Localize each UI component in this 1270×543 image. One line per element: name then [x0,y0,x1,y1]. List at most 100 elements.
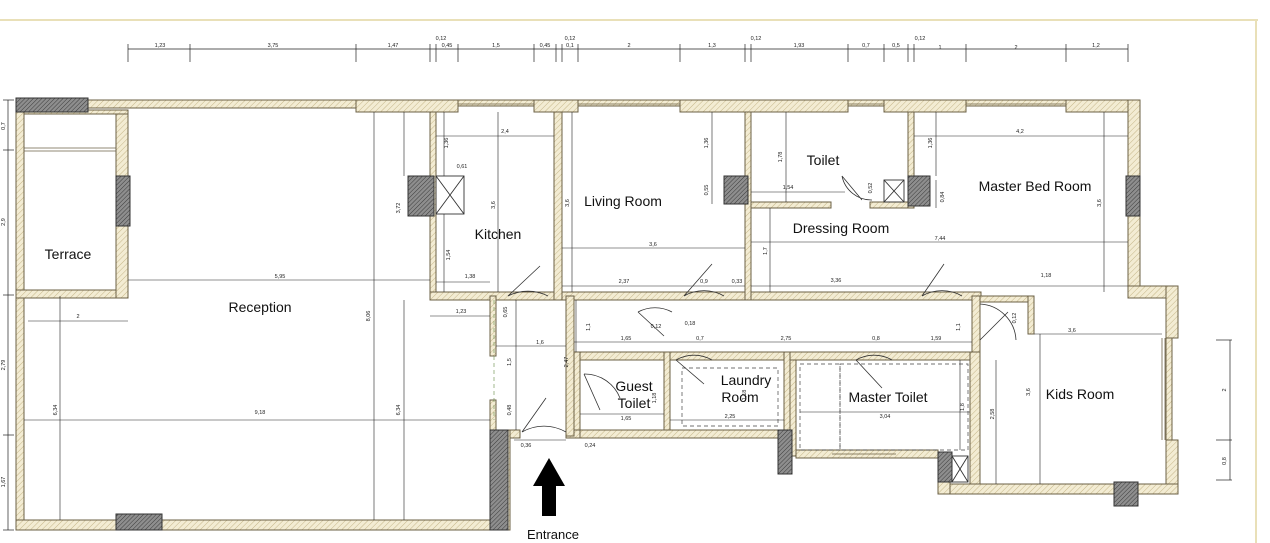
dim-entry-a: 0,36 [521,443,532,449]
dim-corridor-h: 0,65 [503,307,509,318]
dim-kids-door: 0,12 [1012,313,1018,324]
dim-kids-side: 2,58 [990,409,996,420]
dim-laundry-w: 2,25 [725,414,736,420]
room-label-kitchen: Kitchen [475,226,522,242]
dim-corridor-a: 1,65 [621,336,632,342]
dimension-chain-right: 2 0,8 [1216,339,1232,481]
dim-guest-w: 1,65 [621,416,632,422]
dim-entry-door: 0,48 [507,405,513,416]
entrance-label: Entrance [527,527,579,542]
room-label-terrace: Terrace [45,246,92,262]
room-label-reception: Reception [228,299,291,315]
dim-left-1: 2,9 [1,218,7,226]
room-label-guest-toilet-line1: Guest [615,378,652,394]
dim-reception-full-h: 8,06 [366,311,372,322]
dim-lobby-w: 1,23 [456,309,467,315]
dim-living-w: 3,6 [649,242,657,248]
dim-reception-w: 5,95 [275,274,286,280]
dim-reception-h: 3,72 [396,203,402,214]
dim-corridor-g: 1,59 [931,336,942,342]
dim-bed-door: 1,18 [1041,273,1052,279]
dim-right-1: 0,8 [1222,457,1228,465]
dim-entry-b: 0,24 [585,443,596,449]
dim-toilet-duct: 0,52 [868,183,874,194]
dim-door-a: 0,9 [700,279,708,285]
dim-corridor-f: 0,8 [872,336,880,342]
dim-living-h: 3,6 [565,199,571,207]
room-label-guest-toilet-line2: Toilet [618,395,651,411]
dim-door-b: 0,33 [732,279,743,285]
dim-reception-left-h: 6,34 [53,405,59,416]
dim-corridor-b: 0,12 [651,324,662,330]
dim-top-3: 0,12 [436,36,447,42]
dim-hall-w: 1,38 [465,274,476,280]
dim-top-10: 1,3 [708,43,716,49]
dim-top-16: 1 [938,45,941,51]
dim-dressing-h: 1,7 [763,247,769,255]
dim-corridor-h2: 1,1 [586,323,592,331]
dim-bed-h: 3,6 [1097,199,1103,207]
dim-master-toilet-w: 3,04 [880,414,891,420]
dim-kitchen-w: 2,4 [501,129,509,135]
dim-top-15: 0,12 [915,36,926,42]
interior-dimension-lines [24,112,1162,520]
entrance-marker: Entrance [527,458,579,542]
room-label-laundry-line1: Laundry [721,372,772,388]
dim-corridor-w: 1,6 [536,340,544,346]
doors [507,175,1017,433]
fixtures-dashed [493,300,969,451]
dim-duct-w: 0,61 [457,164,468,170]
dim-corridor-d: 0,7 [696,336,704,342]
dim-corridor-c: 0,18 [685,321,696,327]
dimension-chain-left: 0,7 2,9 2,79 1,67 [1,99,14,531]
dim-top-4: 0,45 [442,43,453,49]
structural-columns [15,97,1141,531]
dim-toilet-w: 1,54 [783,185,794,191]
dim-terrace-w: 2 [76,314,79,320]
dim-master-toilet-h: 1,8 [960,403,966,411]
dim-kitchen-side: 1,54 [446,250,452,261]
dim-bed-full-w: 7,44 [935,236,946,242]
room-label-laundry-line2: Room [721,389,758,405]
dim-top-12: 1,93 [794,43,805,49]
dim-kids-h: 3,6 [1026,388,1032,396]
room-label-master-toilet: Master Toilet [848,389,927,405]
room-labels: Terrace Reception Kitchen Living Room To… [45,152,1115,411]
windows [24,103,1166,455]
dim-top-14: 0,5 [892,43,900,49]
dim-toilet-h: 1,78 [778,152,784,163]
interior-dimension-texts: 2,4 3,6 1,54 1,36 0,61 5,95 3,72 8,06 9,… [53,129,1103,449]
dim-left-3: 1,67 [1,477,7,488]
dim-kids-w: 3,6 [1068,328,1076,334]
dim-living-duct: 0,55 [704,185,710,196]
dim-top-8: 0,1 [566,43,574,49]
dim-living-top: 1,36 [704,138,710,149]
dimension-chain-top: 1,23 3,75 1,47 0,12 0,45 1,5 0,45 0,12 0… [127,36,1129,62]
dim-left-2: 2,79 [1,360,7,371]
dim-reception-bottom-w: 9,18 [255,410,266,416]
dim-reception-right-h: 6,34 [396,405,402,416]
dim-top-11: 0,12 [751,36,762,42]
dim-top-6: 0,45 [540,43,551,49]
dim-bed-w: 4,2 [1016,129,1024,135]
dim-living-bottom: 2,37 [619,279,630,285]
dim-top-1: 3,75 [268,43,279,49]
dim-corridor-e: 2,75 [781,336,792,342]
dim-top-7: 0,12 [565,36,576,42]
dim-bed-duct: 0,84 [940,192,946,203]
dim-top-17: 2 [1014,45,1017,51]
service-ducts [435,175,969,483]
room-label-dressing-room: Dressing Room [793,220,889,236]
dim-laundry-h: 1,18 [742,390,748,401]
dim-guest-h: 1,18 [652,393,658,404]
dim-bed-top: 1,36 [928,138,934,149]
entrance-arrow-icon [533,458,565,516]
sheet-frame [0,19,1258,543]
dim-top-0: 1,23 [155,43,166,49]
dim-top-5: 1,5 [492,43,500,49]
room-label-kids-room: Kids Room [1046,386,1114,402]
dim-entry-h2: 2,47 [564,357,570,368]
dim-kitchen-h: 3,6 [491,201,497,209]
dim-left-0: 0,7 [1,122,7,130]
